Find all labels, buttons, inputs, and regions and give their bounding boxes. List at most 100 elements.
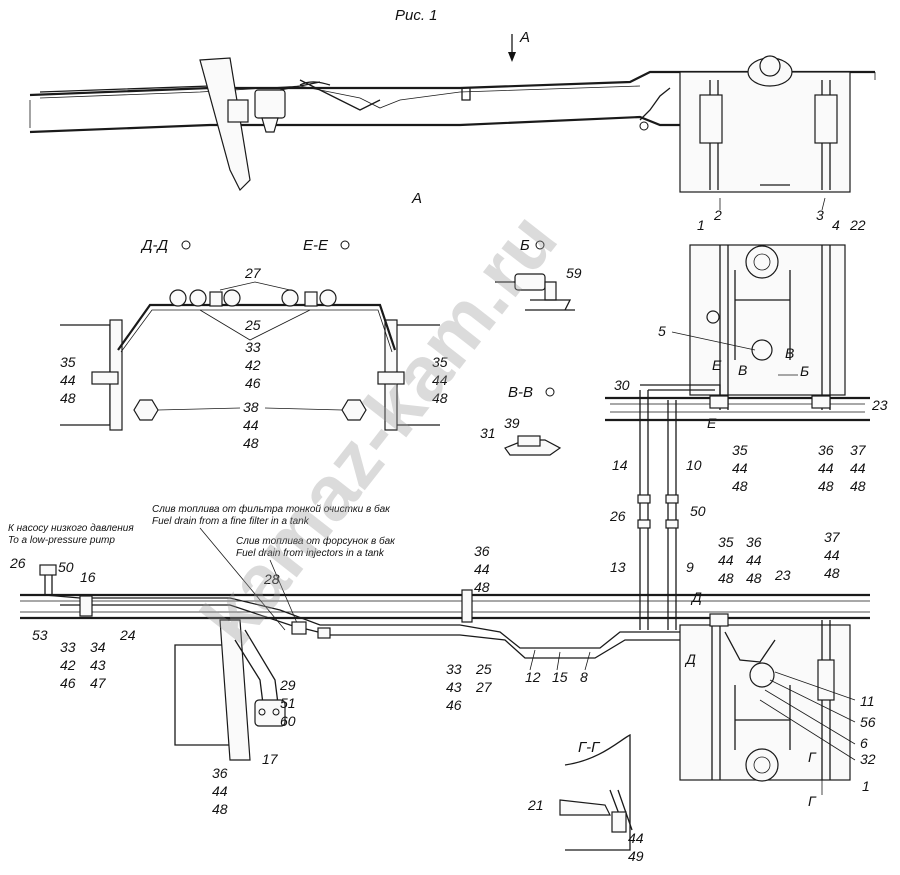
caption-filter-ru: Слив топлива от фильтра тонкой очистки в…: [152, 503, 391, 515]
callout-56: 56: [860, 714, 876, 730]
callout-39: 39: [504, 415, 520, 431]
svg-text:47: 47: [90, 675, 107, 691]
callout-4: 4: [832, 217, 840, 233]
svg-text:44: 44: [746, 552, 762, 568]
svg-text:51: 51: [280, 695, 296, 711]
view-arrow-head: [508, 52, 516, 62]
callout-26-left: 26: [9, 555, 26, 571]
section-vv-title: В-В: [508, 384, 533, 401]
svg-text:44: 44: [474, 561, 490, 577]
callout-9: 9: [686, 559, 694, 575]
svg-text:43: 43: [446, 679, 462, 695]
svg-text:46: 46: [60, 675, 76, 691]
caption-to-pump-en: To a low-pressure pump: [8, 535, 115, 546]
svg-text:44: 44: [432, 372, 448, 388]
section-b-title: Б: [520, 237, 530, 254]
svg-text:36: 36: [746, 534, 762, 550]
callout-group-35-44-48-bottom: 35 44 48: [718, 534, 734, 586]
callout-group-29-51-60: 29 51 60: [279, 677, 296, 729]
svg-text:46: 46: [245, 375, 261, 391]
svg-text:48: 48: [732, 478, 748, 494]
callout-11: 11: [860, 693, 875, 709]
svg-text:37: 37: [850, 442, 867, 458]
callout-30: 30: [614, 377, 630, 393]
marker-d-bot: Д: [684, 651, 696, 667]
callout-group-37-mid: 37 44 48: [850, 442, 867, 494]
svg-text:44: 44: [243, 417, 259, 433]
section-vv-drawing: [504, 435, 562, 456]
svg-text:44: 44: [212, 783, 228, 799]
callout-group-36-mid: 36 44 48: [818, 442, 834, 494]
callout-23-upper: 23: [871, 397, 888, 413]
top-fuel-tank: [679, 55, 851, 193]
callout-group-34-43-47: 34 43 47: [90, 639, 107, 691]
svg-text:48: 48: [818, 478, 834, 494]
callout-27-bottom: 27: [475, 679, 493, 695]
svg-text:48: 48: [212, 801, 228, 817]
caption-filter-en: Fuel drain from a fine filter in a tank: [152, 516, 310, 527]
svg-text:48: 48: [850, 478, 866, 494]
svg-text:60: 60: [280, 713, 296, 729]
svg-text:35: 35: [432, 354, 448, 370]
svg-text:43: 43: [90, 657, 106, 673]
svg-text:44: 44: [824, 547, 840, 563]
svg-text:44: 44: [718, 552, 734, 568]
callout-50-left: 50: [58, 559, 74, 575]
svg-text:48: 48: [746, 570, 762, 586]
svg-text:33: 33: [245, 339, 261, 355]
lower-tank-plan: [679, 613, 851, 782]
callout-6: 6: [860, 735, 868, 751]
marker-v-1: В: [738, 362, 747, 378]
callout-3: 3: [816, 207, 824, 223]
svg-text:46: 46: [446, 697, 462, 713]
callout-5: 5: [658, 323, 666, 339]
callout-group-36-44-48-right: 36 44 48: [746, 534, 762, 586]
main-view-label: А: [411, 190, 422, 207]
svg-text:48: 48: [60, 390, 76, 406]
figure-title: Рис. 1: [395, 7, 438, 24]
marker-b-arrow: Б: [800, 363, 809, 379]
svg-text:48: 48: [243, 435, 259, 451]
section-ee-title: Е-Е: [303, 237, 329, 254]
callout-50-mid: 50: [690, 503, 706, 519]
marker-e-bot: Е: [707, 415, 717, 431]
callout-group-35-left: 35 44 48: [60, 354, 76, 406]
top-clamps: [461, 87, 671, 131]
callout-8: 8: [580, 669, 588, 685]
lower-left-filter-assembly: [174, 619, 286, 761]
svg-text:35: 35: [718, 534, 734, 550]
marker-e-top: Е: [712, 357, 722, 373]
callout-27-dd: 27: [244, 265, 262, 281]
svg-text:36: 36: [818, 442, 834, 458]
callout-44-gg: 44: [628, 830, 644, 846]
callout-group-37-44-48-lower: 37 44 48: [824, 529, 841, 581]
callout-15: 15: [552, 669, 568, 685]
callout-group-36-44-48-bottom: 36 44 48: [474, 543, 490, 595]
callout-17: 17: [262, 751, 279, 767]
callout-1-upper: 1: [697, 217, 705, 233]
section-b-marker: [535, 240, 545, 250]
callout-13: 13: [610, 559, 626, 575]
caption-inj-en: Fuel drain from injectors in a tank: [236, 548, 385, 559]
callout-group-38: 38 44 48: [243, 399, 259, 451]
svg-text:48: 48: [474, 579, 490, 595]
callout-59: 59: [566, 265, 582, 281]
callout-31: 31: [480, 425, 496, 441]
marker-g-bot: Г: [808, 793, 817, 809]
section-ee-marker: [340, 240, 350, 250]
callout-group-33-43-46: 33 43 46: [446, 661, 462, 713]
top-filter-assembly: [199, 57, 331, 192]
section-vv-marker: [545, 387, 555, 397]
callout-23-lower: 23: [774, 567, 791, 583]
section-gg-title: Г-Г: [578, 739, 601, 756]
callout-16: 16: [80, 569, 96, 585]
callout-24: 24: [119, 627, 136, 643]
svg-text:35: 35: [732, 442, 748, 458]
svg-text:36: 36: [474, 543, 490, 559]
callout-10: 10: [686, 457, 702, 473]
callout-2: 2: [713, 207, 722, 223]
callout-group-35-mid: 35 44 48: [732, 442, 748, 494]
marker-d-top: Д: [690, 589, 702, 605]
callout-22: 22: [849, 217, 866, 233]
